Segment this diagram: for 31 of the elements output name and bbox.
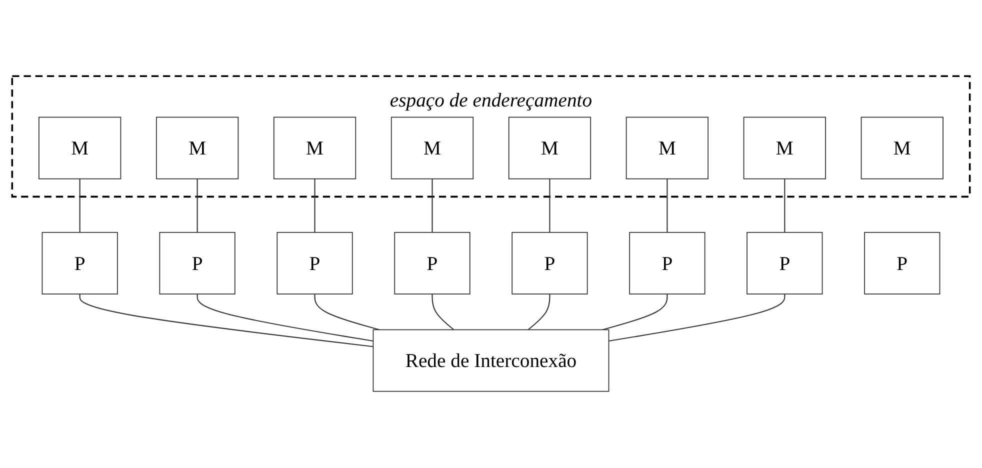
node-box: P (629, 232, 706, 295)
node-box: M (156, 117, 239, 180)
connector (608, 294, 786, 342)
node-box: M (273, 117, 356, 180)
connector (549, 179, 550, 233)
connector (196, 294, 374, 342)
node-box: M (626, 117, 709, 180)
node-box: P (512, 232, 588, 295)
connector (432, 179, 433, 233)
connector (432, 294, 454, 330)
node-box: M (38, 117, 122, 180)
node-box: M (743, 117, 826, 180)
connector (314, 294, 380, 330)
connector (602, 294, 668, 330)
connector (79, 179, 80, 233)
node-box: Rede de Interconexão (372, 330, 610, 392)
node-box: P (276, 232, 353, 295)
node-box: M (508, 117, 592, 180)
connector (196, 179, 198, 233)
node-box: M (390, 117, 474, 180)
node-box: P (746, 232, 823, 295)
connector (314, 179, 316, 233)
connector (666, 179, 668, 233)
connector (784, 179, 786, 233)
connector (79, 294, 374, 348)
connector (528, 294, 550, 330)
node-box: P (864, 232, 940, 295)
node-box: P (42, 232, 118, 295)
node-box: M (860, 117, 944, 180)
node-box: P (394, 232, 470, 295)
node-box: P (159, 232, 236, 295)
